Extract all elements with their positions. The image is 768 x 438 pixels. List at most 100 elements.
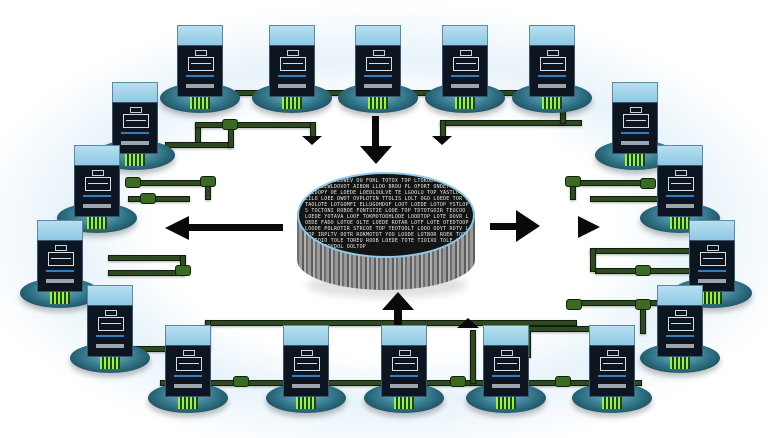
junction-node xyxy=(233,376,249,387)
server-front xyxy=(442,45,488,97)
drive-slot xyxy=(92,170,104,176)
server-front xyxy=(689,240,735,292)
base-panel xyxy=(621,141,649,145)
server-tower xyxy=(425,25,505,115)
drive-bay xyxy=(85,177,111,191)
drive-bay xyxy=(366,57,392,71)
arrow-left-out-head xyxy=(165,216,189,240)
server-front xyxy=(165,345,211,397)
server-tower xyxy=(57,145,137,235)
status-stripe xyxy=(83,195,111,197)
drive-bay xyxy=(176,357,202,371)
server-front xyxy=(589,345,635,397)
server-tower xyxy=(338,25,418,115)
wire xyxy=(128,196,190,202)
status-stripe xyxy=(598,375,626,377)
server-tower xyxy=(266,325,346,415)
server-front xyxy=(657,165,703,217)
base-panel xyxy=(278,84,306,88)
central-data-disk: TO TOBO LOEDWEV OU FOHL TOTOX TOP LTOKOD… xyxy=(297,172,475,298)
status-stripe xyxy=(46,270,74,272)
junction-node xyxy=(200,176,216,187)
status-stripe xyxy=(451,75,479,77)
server-top xyxy=(355,25,401,47)
server-front xyxy=(657,305,703,357)
status-stripe xyxy=(364,75,392,77)
circuit-platform xyxy=(266,383,346,413)
server-front xyxy=(381,345,427,397)
wire xyxy=(165,142,232,148)
server-tower xyxy=(512,25,592,115)
server-tower xyxy=(466,325,546,415)
server-front xyxy=(37,240,83,292)
status-stripe xyxy=(96,335,124,337)
arrow-right-out-shaft xyxy=(490,223,530,230)
server-top xyxy=(165,325,211,347)
drive-slot xyxy=(287,50,299,56)
junction-node xyxy=(565,176,581,187)
arrow-top-into-disk-shaft xyxy=(372,116,379,148)
server-front xyxy=(612,102,658,154)
status-stripe xyxy=(186,75,214,77)
status-stripe xyxy=(666,335,694,337)
junction-node xyxy=(640,178,656,189)
drive-slot xyxy=(399,350,411,356)
drive-slot xyxy=(373,50,385,56)
server-front xyxy=(177,45,223,97)
server-front xyxy=(74,165,120,217)
drive-slot xyxy=(301,350,313,356)
server-front xyxy=(529,45,575,97)
junction-node xyxy=(175,265,191,276)
server-tower xyxy=(148,325,228,415)
status-stripe xyxy=(174,375,202,377)
drive-bay xyxy=(453,57,479,71)
arrow-down-right-wire-head xyxy=(432,136,452,145)
server-top xyxy=(529,25,575,47)
drive-bay xyxy=(48,252,74,266)
junction-node xyxy=(450,376,466,387)
drive-bay xyxy=(623,114,649,128)
server-top xyxy=(283,325,329,347)
arrow-bottom-into-disk-shaft xyxy=(394,308,402,330)
base-panel xyxy=(174,384,202,388)
wire xyxy=(108,255,185,261)
drive-slot xyxy=(55,245,67,251)
drive-bay xyxy=(294,357,320,371)
server-tower xyxy=(640,285,720,375)
drive-bay xyxy=(123,114,149,128)
drive-slot xyxy=(607,350,619,356)
circuit-platform xyxy=(512,83,592,113)
drive-slot xyxy=(675,310,687,316)
server-top xyxy=(112,82,158,104)
wire xyxy=(195,122,315,128)
status-stripe xyxy=(538,75,566,77)
server-top xyxy=(657,285,703,307)
base-panel xyxy=(598,384,626,388)
server-front xyxy=(112,102,158,154)
wire xyxy=(590,248,596,272)
drive-bay xyxy=(668,177,694,191)
base-panel xyxy=(666,344,694,348)
status-stripe xyxy=(292,375,320,377)
server-tower xyxy=(364,325,444,415)
base-panel xyxy=(121,141,149,145)
drive-bay xyxy=(668,317,694,331)
drive-bay xyxy=(540,57,566,71)
base-panel xyxy=(292,384,320,388)
server-tower xyxy=(252,25,332,115)
base-panel xyxy=(96,344,124,348)
server-top xyxy=(442,25,488,47)
server-top xyxy=(612,82,658,104)
junction-node xyxy=(125,177,141,188)
drive-slot xyxy=(460,50,472,56)
status-stripe xyxy=(390,375,418,377)
junction-node xyxy=(140,193,156,204)
drive-bay xyxy=(188,57,214,71)
drive-bay xyxy=(700,252,726,266)
arrow-up-small-head xyxy=(457,318,479,328)
server-tower xyxy=(70,285,150,375)
server-top xyxy=(74,145,120,167)
junction-node xyxy=(635,299,651,310)
status-stripe xyxy=(492,375,520,377)
